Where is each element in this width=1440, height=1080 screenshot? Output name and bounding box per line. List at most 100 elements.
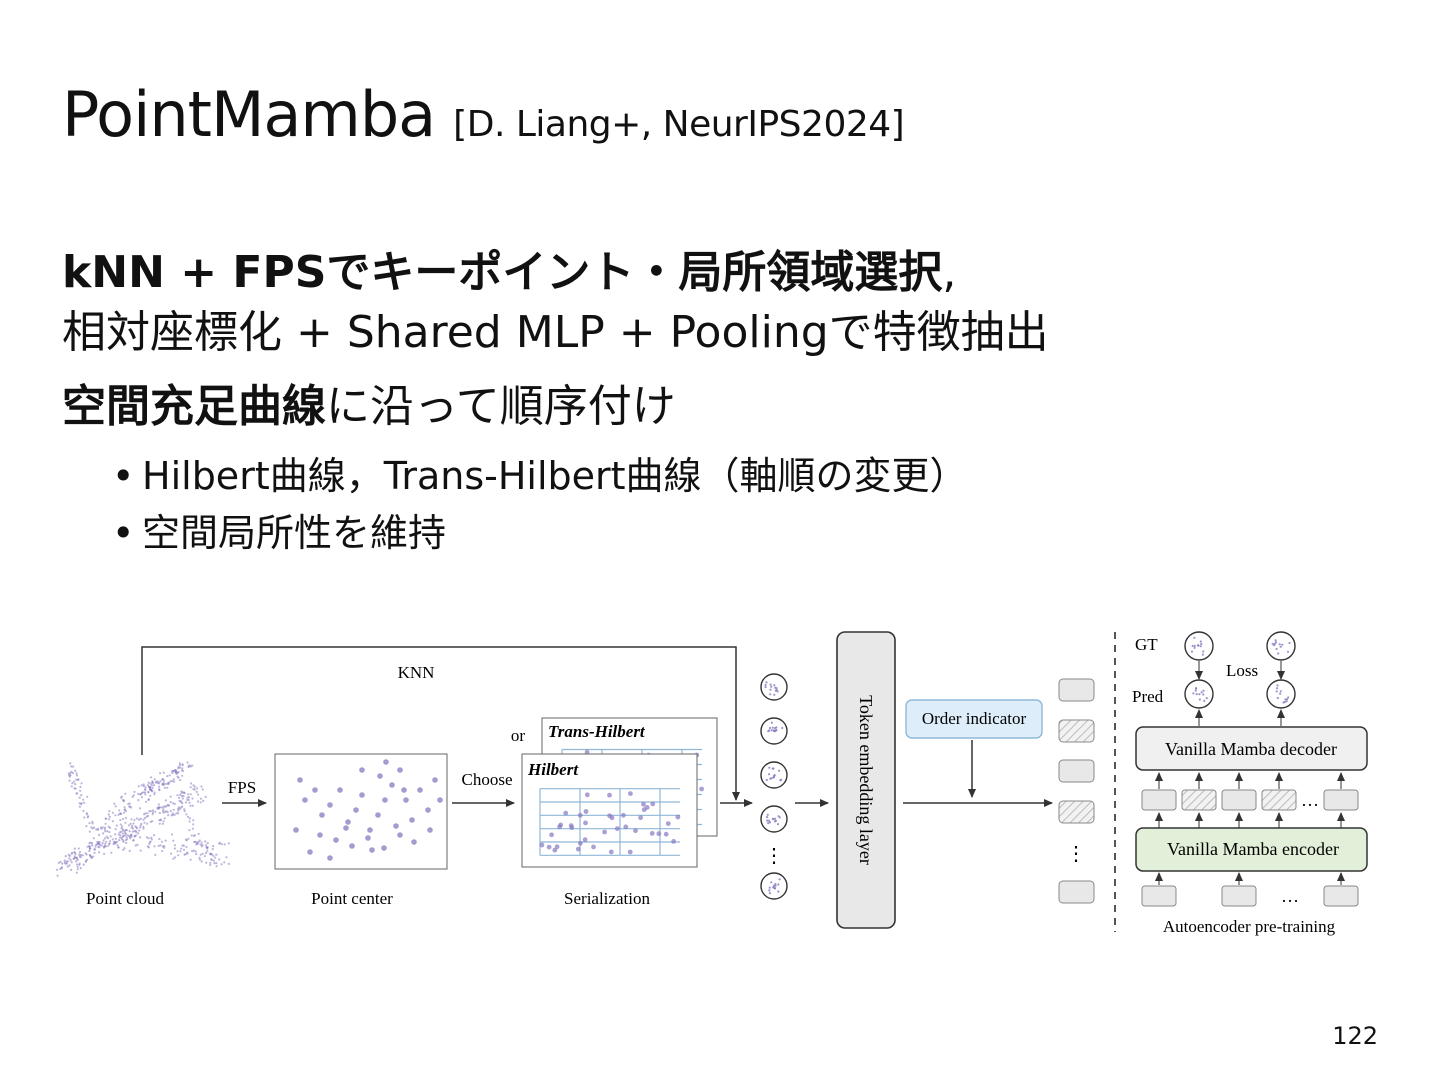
airplane-point	[134, 844, 137, 847]
airplane-point	[145, 836, 148, 839]
airplane-point	[133, 819, 136, 822]
airplane-point	[78, 851, 82, 854]
serial-point	[578, 840, 583, 846]
airplane-point	[152, 834, 156, 837]
airplane-point	[181, 769, 185, 773]
patch-point	[774, 884, 777, 887]
airplane-point	[177, 776, 180, 779]
airplane-point	[227, 862, 230, 866]
trans-hilbert-label: Trans-Hilbert	[548, 722, 646, 741]
gt-label: GT	[1135, 635, 1158, 654]
gt-pred-point	[1279, 692, 1282, 695]
serial-point	[557, 824, 562, 830]
serial-point	[552, 847, 558, 853]
airplane-point	[64, 862, 67, 865]
airplane-point	[129, 822, 132, 825]
airplane-point	[163, 786, 167, 789]
airplane-point	[128, 849, 131, 853]
bullet-item-2: •空間局所性を維持	[112, 502, 446, 557]
airplane-point	[74, 856, 77, 859]
airplane-point	[139, 836, 142, 839]
airplane-point	[196, 793, 200, 796]
airplane-point	[167, 814, 170, 817]
center-point	[333, 837, 339, 843]
airplane-point	[169, 801, 172, 804]
patch-point	[778, 769, 781, 772]
text-line-3: 空間充足曲線に沿って順序付け	[62, 370, 676, 434]
airplane-point	[103, 837, 106, 840]
airplane-point	[177, 807, 180, 811]
airplane-point	[124, 834, 127, 837]
bullet-dot-icon: •	[112, 511, 135, 555]
airplane-point	[114, 805, 117, 808]
airplane-point	[220, 843, 223, 846]
airplane-point	[88, 849, 91, 853]
airplane-point	[151, 781, 155, 785]
token-embedding-layer-box	[836, 631, 896, 929]
point-center-box	[274, 753, 448, 870]
serial-point	[568, 823, 574, 828]
airplane-point	[154, 781, 158, 784]
airplane-point	[128, 830, 131, 833]
airplane-point	[86, 795, 89, 798]
airplane-point	[187, 798, 190, 802]
airplane-point	[182, 844, 185, 847]
airplane-point	[200, 841, 203, 844]
airplane-point	[158, 806, 161, 809]
airplane-point	[68, 864, 71, 867]
airplane-point	[179, 793, 182, 797]
airplane-point	[159, 819, 162, 822]
serial-point	[671, 839, 676, 844]
airplane-point	[187, 793, 190, 796]
decoder-box	[1135, 726, 1368, 771]
airplane-point	[152, 809, 155, 812]
airplane-point	[96, 840, 99, 844]
airplane-point	[142, 785, 145, 788]
airplane-point	[181, 797, 184, 800]
airplane-point	[166, 775, 169, 778]
text-line-3-bold: 空間充足曲線	[62, 381, 326, 432]
patch-point	[776, 690, 779, 693]
airplane-point	[179, 850, 182, 853]
center-point	[343, 825, 349, 831]
airplane-point	[215, 862, 218, 865]
airplane-point	[154, 853, 157, 857]
airplane-point	[192, 823, 195, 826]
gt-pred-point	[1199, 640, 1202, 643]
airplane-point	[159, 780, 162, 783]
airplane-point	[149, 794, 152, 797]
gt-pred-point	[1197, 644, 1200, 647]
airplane-point	[160, 806, 163, 809]
airplane-point	[139, 849, 142, 852]
token-square-order	[1058, 719, 1095, 743]
center-point	[353, 807, 359, 813]
patch-point	[772, 729, 776, 733]
airplane-point	[178, 763, 182, 767]
airplane-point	[186, 761, 189, 764]
airplane-point	[128, 824, 131, 827]
token-square	[1221, 789, 1257, 811]
airplane-point	[172, 778, 175, 781]
airplane-point	[119, 834, 122, 837]
center-point	[375, 812, 381, 818]
airplane-point	[210, 858, 213, 862]
bullet-item-1: •Hilbert曲線，Trans-Hilbert曲線（軸順の変更）	[112, 445, 968, 500]
airplane-point	[128, 802, 131, 805]
airplane-point	[118, 836, 122, 839]
airplane-point	[180, 847, 183, 850]
patch-point	[773, 887, 777, 890]
gt-pred-point	[1287, 696, 1290, 699]
airplane-point	[201, 788, 204, 791]
serial-point	[650, 801, 656, 807]
center-point	[293, 827, 299, 833]
airplane-point	[103, 845, 106, 848]
serial-point	[584, 792, 590, 798]
gt-pred-point	[1288, 641, 1291, 645]
center-point	[411, 839, 417, 845]
airplane-point	[164, 839, 167, 842]
airplane-point	[73, 851, 76, 854]
airplane-point	[225, 856, 228, 859]
patch-point	[771, 817, 775, 821]
airplane-point	[149, 788, 152, 791]
airplane-point	[215, 865, 218, 868]
